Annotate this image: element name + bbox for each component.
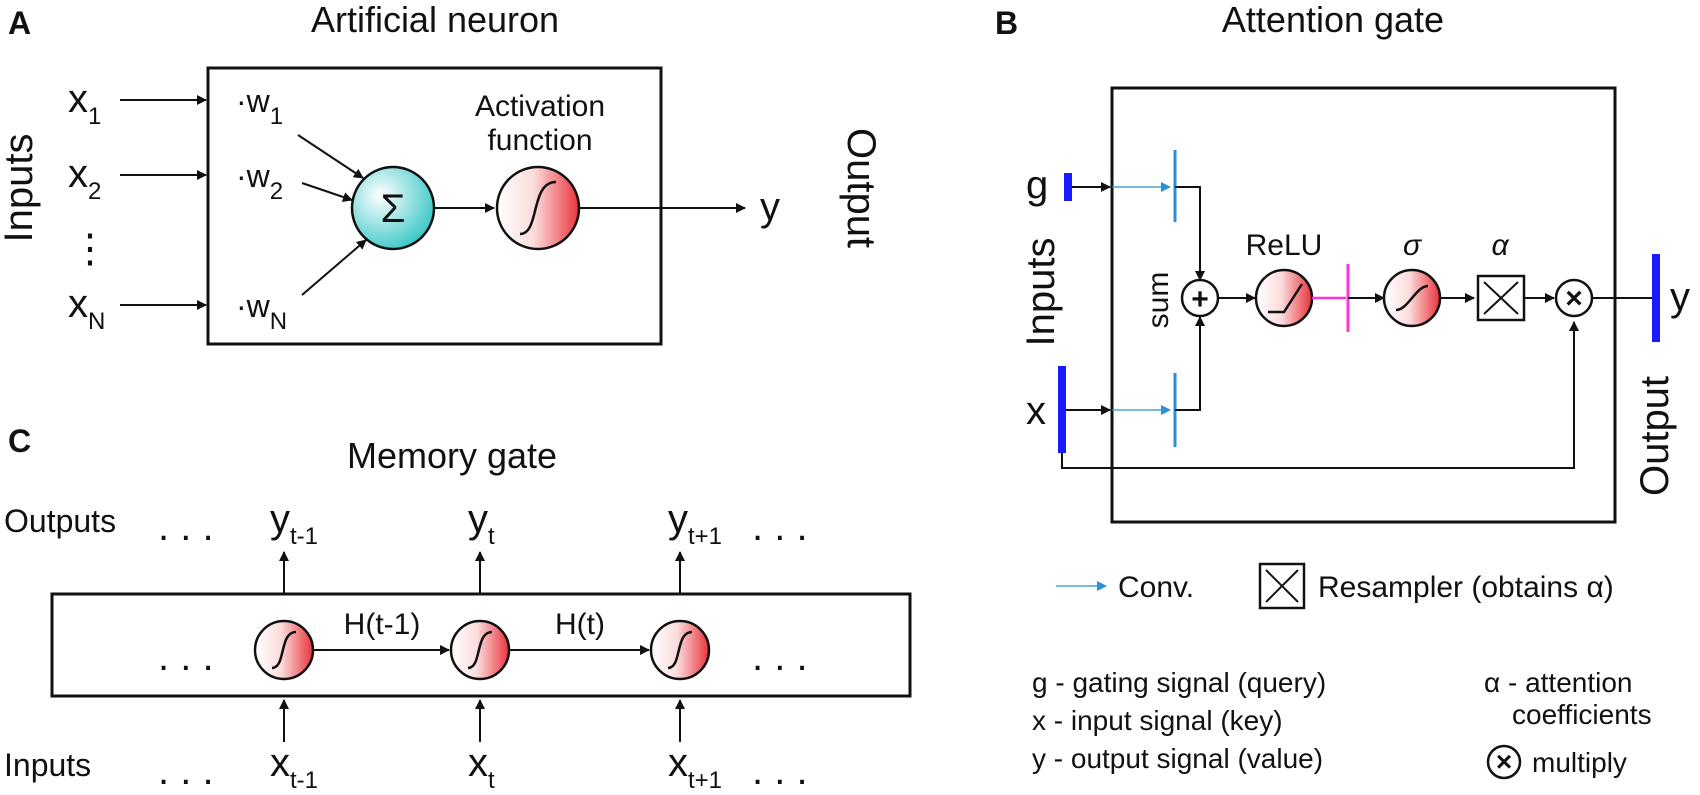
attention-box [1110,86,1617,524]
output-y-t-minus-1: yt-1 [270,497,318,550]
resampler-diag-2 [1483,281,1519,315]
sigmoid-curve-icon [1395,284,1429,312]
panel-a-title: Artificial neuron [311,0,559,40]
input-x-t-minus-1: xt-1 [270,741,318,794]
panel-a-letter: A [8,5,31,41]
hidden-state-label-1: H(t-1) [344,608,421,641]
sigma-sum-icon: Σ [381,187,406,231]
arrow-x-skip [1061,321,1579,469]
input-g: g [1026,163,1048,207]
arrow-x-to-sum [1175,316,1205,411]
input-bar-x [1058,366,1066,453]
panel-b-letter: B [995,5,1018,41]
dots-outputs-right: . . . [752,505,808,549]
sigma-label: σ [1403,229,1423,262]
legend-resampler-diag-2 [1265,569,1299,603]
times-icon: × [1565,282,1583,315]
panel-c-letter: C [8,423,31,459]
dots-inputs-left: . . . [158,749,214,793]
legend-times-icon: × [1496,746,1512,777]
panel-b-output-label: Output [1633,376,1677,496]
panel-c: C Memory gate Outputs Inputs . . . . . .… [4,423,912,794]
weight-w1: ·w1 [236,83,283,130]
panel-c-title: Memory gate [347,435,557,476]
neuron-box [206,66,663,346]
def-alpha-1: α - attention [1484,667,1633,698]
plus-icon: + [1191,283,1209,316]
summation-node [350,165,436,251]
activation-label-1: Activation [475,90,605,123]
output-y-t-plus-1: yt+1 [668,497,722,550]
input-x2: x2 [68,152,101,205]
input-x-t-plus-1: xt+1 [668,741,722,794]
weight-wN: ·wN [236,288,287,335]
arrow-g-to-sum [1175,186,1205,281]
def-y: y - output signal (value) [1032,743,1323,774]
panel-a: A Artificial neuron Inputs Output x1 x2 … [0,0,883,346]
output-y-b: y [1670,275,1690,319]
panel-b-inputs-label: Inputs [1019,238,1063,347]
legend-conv: Conv. [1118,571,1194,604]
dots-box-left: . . . [158,635,214,679]
legend-multiply-icon [1486,744,1522,780]
relu-icon [1268,283,1304,314]
def-multiply: multiply [1532,747,1627,778]
def-x: x - input signal (key) [1032,705,1283,736]
sigmoid-icon-3 [667,630,693,670]
arrow-wN [301,239,367,296]
relu-label: ReLU [1246,229,1323,262]
output-y-t: yt [468,497,495,550]
arrow-w1 [297,134,364,179]
input-x1: x1 [68,77,101,130]
hidden-state-label-2: H(t) [555,608,605,641]
panel-b: B Attention gate Inputs Output g x sum +… [995,0,1690,780]
legend-resampler: Resampler (obtains α) [1318,571,1614,604]
input-xN: xN [68,282,105,335]
sigmoid-icon-1 [271,630,297,670]
dots-outputs-left: . . . [158,505,214,549]
input-x-t: xt [468,741,495,794]
outputs-label: Outputs [4,503,116,539]
sigmoid-icon-2 [467,630,493,670]
activation-label-2: function [487,124,592,157]
input-x: x [1026,389,1046,433]
sigmoid-icon [519,180,557,236]
output-bar-y [1652,254,1660,342]
arrow-w2 [301,182,353,202]
alpha-label: α [1491,229,1509,262]
inputs-label: Inputs [4,747,91,783]
input-vdots: ⋮ [70,227,110,271]
sum-label: sum [1142,272,1175,329]
def-alpha-2: coefficients [1512,699,1652,730]
weight-w2: ·w2 [236,158,283,205]
panel-a-inputs-label: Inputs [0,134,41,243]
panel-b-title: Attention gate [1222,0,1444,40]
dots-inputs-right: . . . [752,749,808,793]
panel-a-output-label: Output [839,128,883,248]
dots-box-right: . . . [752,635,808,679]
relu-node [1254,268,1314,328]
def-g: g - gating signal (query) [1032,667,1326,698]
input-bar-g [1064,173,1072,201]
output-y: y [760,185,780,229]
activation-node [495,165,581,251]
